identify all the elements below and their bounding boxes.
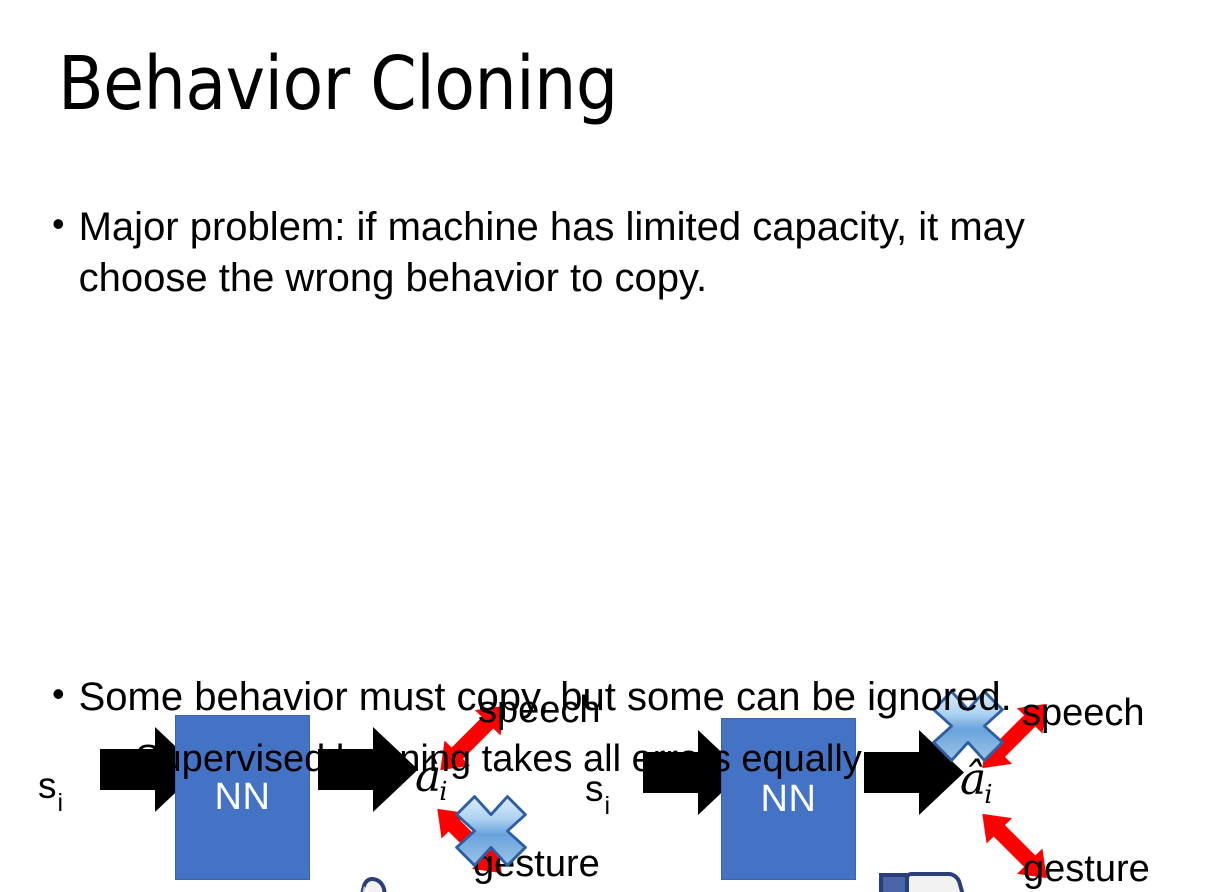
nn-box-left: NN <box>175 715 310 880</box>
output-action-label-left: âi <box>415 755 450 806</box>
page-title: Behavior Cloning <box>58 41 618 127</box>
input-state-label-right: si <box>585 768 610 820</box>
input-state-label-left: si <box>38 765 63 817</box>
input-state-symbol: s <box>585 768 604 809</box>
bullet-item-major-problem: • Major problem: if machine has limited … <box>52 202 1122 304</box>
output-action-subscript: i <box>439 777 448 807</box>
output-action-symbol: â <box>960 754 987 805</box>
output-action-subscript: i <box>984 780 993 810</box>
cross-out-x-icon-left <box>455 795 527 867</box>
input-state-subscript: i <box>57 789 64 818</box>
branch-arrow-icon-left-speech <box>440 705 505 771</box>
diagram-left-correct-choice: si NN Actor âi speech <box>30 340 601 892</box>
flow-arrow-icon-right-1 <box>643 730 743 815</box>
branch-arrow-icon-right-speech <box>982 703 1047 769</box>
bullet-marker-icon: • <box>110 739 122 775</box>
branch-label-right-speech: speech <box>1022 692 1145 734</box>
thumbs-up-icon-left <box>360 877 387 892</box>
bullet-text: Supervised learning takes all errors equ… <box>135 738 862 780</box>
input-state-subscript: i <box>604 792 611 821</box>
input-state-symbol: s <box>38 765 57 806</box>
flow-arrow-icon-left-2 <box>318 727 418 812</box>
bullet-text: Major problem: if machine has limited ca… <box>78 205 1025 301</box>
cross-out-x-icon-right <box>932 690 1004 762</box>
flow-arrow-icon-right-2 <box>864 730 964 815</box>
branch-label-right-gesture: gesture <box>1023 848 1150 890</box>
output-action-symbol: â <box>415 751 442 802</box>
actor-caption-left: Actor <box>192 890 278 892</box>
bullet-item-some-behavior: • Some behavior must copy, but some can … <box>52 672 1162 723</box>
nn-box-right: NN <box>721 718 856 880</box>
branch-label-left-speech: speech <box>478 689 601 731</box>
bullet-marker-icon: • <box>52 673 65 714</box>
output-action-label-right: âi <box>960 758 995 809</box>
bullet-marker-icon: • <box>52 203 65 244</box>
bullet-item-supervised-learning: • Supervised learning takes all errors e… <box>110 735 1160 784</box>
bullet-text: Some behavior must copy, but some can be… <box>78 675 1012 719</box>
nn-box-label: NN <box>214 776 271 818</box>
diagram-right-wrong-choice: si NN Actor âi speech <box>575 340 1150 892</box>
branch-arrow-icon-right-gesture <box>982 813 1047 879</box>
nn-box-label: NN <box>760 777 817 820</box>
thumbs-down-icon-right <box>879 872 965 892</box>
